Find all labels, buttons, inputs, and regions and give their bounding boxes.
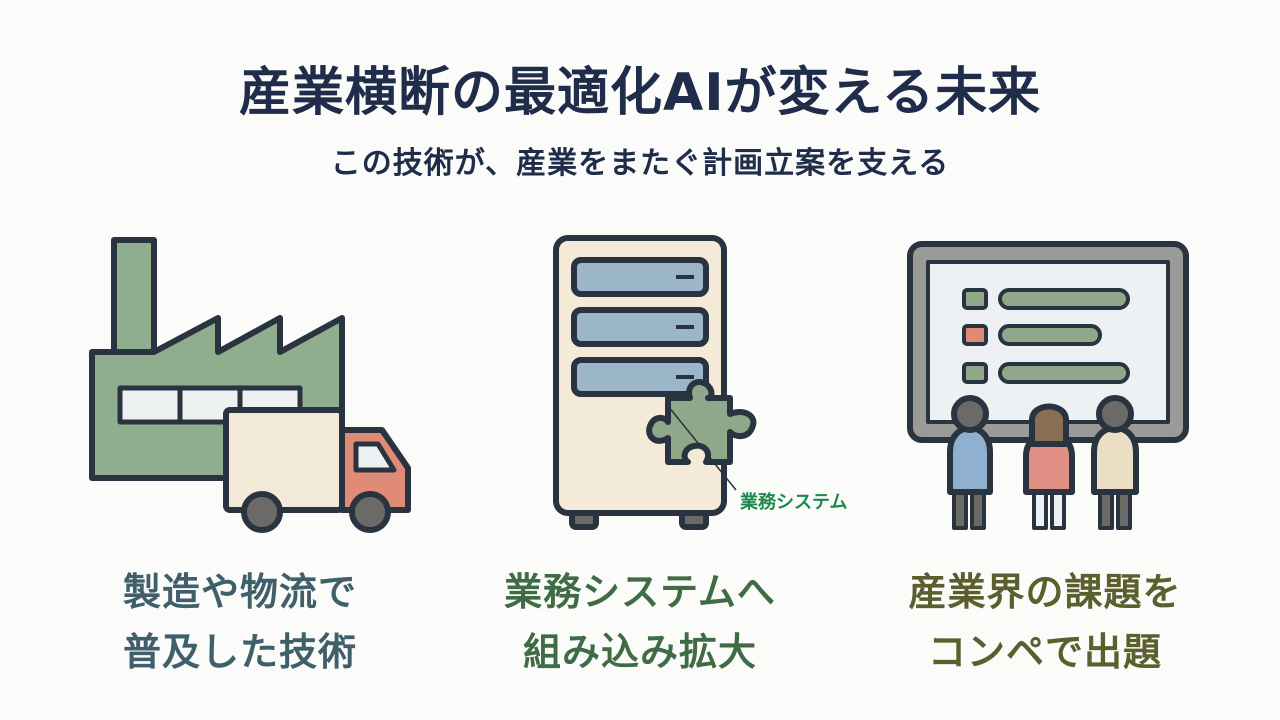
- list-bar-1: [998, 288, 1130, 310]
- list-marker-3: [962, 362, 988, 384]
- panel-caption-1-line2: 普及した技術: [122, 630, 357, 674]
- server-bay-2: [571, 307, 709, 347]
- panel-caption-3: 産業界の課題を コンペで出題: [855, 562, 1235, 682]
- list-marker-1: [962, 288, 988, 310]
- page-title: 産業横断の最適化AIが変える未来: [238, 63, 1042, 123]
- callout-line: [667, 405, 737, 491]
- panel-caption-1: 製造や物流で 普及した技術: [50, 562, 430, 682]
- puzzle-piece: [646, 378, 757, 465]
- panel-caption-2-line1: 業務システムへ: [504, 570, 776, 614]
- list-bar-2: [998, 324, 1102, 346]
- panel-caption-2-line2: 組み込み拡大: [522, 630, 757, 674]
- panel-caption-1-line1: 製造や物流で: [122, 570, 357, 614]
- chimney: [111, 237, 157, 368]
- person-right: [1091, 395, 1139, 530]
- panel-caption-3-line2: コンペで出題: [927, 630, 1162, 674]
- panel-caption-2: 業務システムへ 組み込み拡大: [450, 562, 830, 682]
- person-middle: [1023, 403, 1075, 530]
- list-marker-2: [962, 324, 988, 346]
- truck-wheel-front: [349, 491, 391, 533]
- person-left: [947, 395, 993, 530]
- list-bar-3: [998, 362, 1130, 384]
- truck-cargo: [223, 407, 345, 513]
- factory-truck-icon: [89, 237, 411, 533]
- server-bay-1: [571, 257, 709, 297]
- server-bay-3: [571, 357, 709, 397]
- server-puzzle-icon: [553, 235, 757, 530]
- truck-window: [353, 441, 397, 473]
- callout-label: 業務システム: [740, 492, 848, 513]
- truck-wheel-rear: [241, 491, 283, 533]
- page-subtitle: この技術が、産業をまたぐ計画立案を支える: [330, 146, 950, 181]
- panel-caption-3-line1: 産業界の課題を: [908, 570, 1182, 614]
- presentation-people-icon: [907, 241, 1189, 530]
